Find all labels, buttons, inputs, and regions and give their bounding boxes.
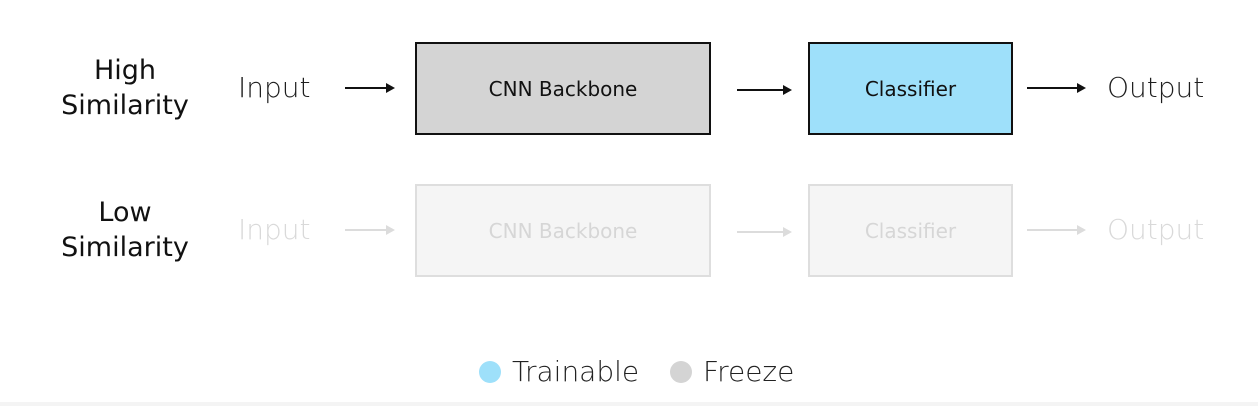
input-label: Input [238, 71, 311, 104]
row-label-low: Low Similarity [40, 195, 210, 265]
legend-label-freeze: Freeze [703, 355, 795, 388]
row-label-line1: High [93, 55, 157, 86]
cnn-backbone-box: CNN Backbone [415, 42, 711, 135]
classifier-box: Classifier [808, 42, 1013, 135]
cnn-backbone-label: CNN Backbone [488, 76, 638, 101]
trainable-dot-icon [479, 361, 501, 383]
arrow-input-to-backbone [345, 82, 395, 94]
arrow-input-to-backbone [345, 224, 395, 236]
classifier-box: Classifier [808, 184, 1013, 277]
input-label: Input [238, 213, 311, 246]
freeze-dot-icon [670, 361, 692, 383]
output-label: Output [1107, 71, 1205, 104]
classifier-label: Classifier [864, 218, 957, 243]
cnn-backbone-label: CNN Backbone [488, 218, 638, 243]
row-label-line2: Similarity [61, 90, 189, 121]
arrow-backbone-to-classifier [737, 84, 792, 96]
legend-label-trainable: Trainable [512, 355, 640, 388]
row-label-high: High Similarity [40, 53, 210, 123]
output-label: Output [1107, 213, 1205, 246]
arrow-classifier-to-output [1027, 82, 1086, 94]
bottom-strip [0, 402, 1258, 406]
cnn-backbone-box: CNN Backbone [415, 184, 711, 277]
arrow-backbone-to-classifier [737, 226, 792, 238]
classifier-label: Classifier [864, 76, 957, 101]
row-label-line2: Similarity [61, 232, 189, 263]
arrow-classifier-to-output [1027, 224, 1086, 236]
row-label-line1: Low [98, 197, 152, 228]
